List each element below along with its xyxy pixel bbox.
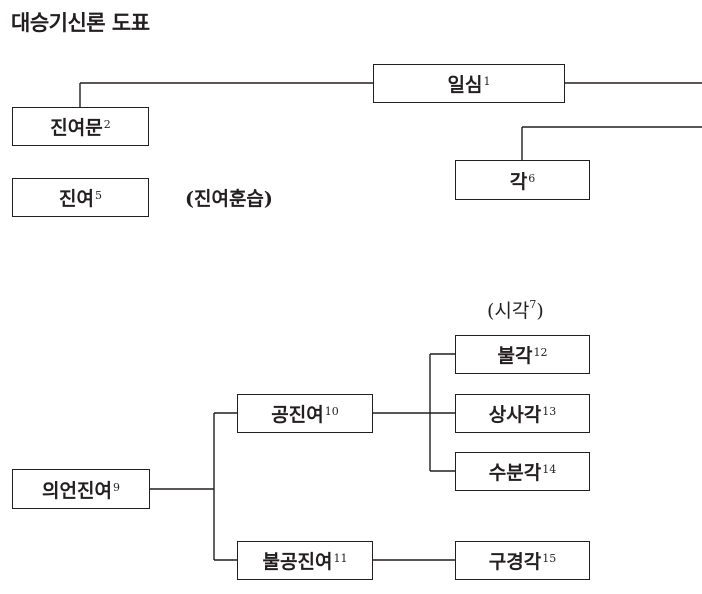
node-bulgak-label: 불각 bbox=[497, 345, 533, 367]
annotation-sigak-note: 7 bbox=[529, 297, 537, 311]
node-gak-label: 각 bbox=[509, 170, 528, 193]
node-gak-note: 6 bbox=[528, 171, 536, 185]
annotation-jinyeo-hunseup: (진여훈습) bbox=[185, 188, 273, 210]
diagram-title: 대승기신론 도표 bbox=[11, 11, 150, 35]
node-bulgong-jinyeo-note: 11 bbox=[333, 552, 348, 565]
node-euieon-jinyeo-label: 의언진여 bbox=[42, 479, 112, 502]
node-subungak-note: 14 bbox=[542, 463, 557, 476]
node-bulgong-jinyeo-label: 불공진여 bbox=[262, 551, 333, 573]
node-jinyeomun-note: 2 bbox=[103, 118, 111, 131]
node-euieon-jinyeo-note: 9 bbox=[112, 480, 120, 494]
node-jinyeo-label: 진여 bbox=[59, 188, 94, 210]
node-gongjinyeo-label: 공진여 bbox=[271, 404, 324, 426]
node-ilsim-note: 1 bbox=[483, 75, 491, 88]
node-sangsagak-label: 상사각 bbox=[488, 404, 542, 426]
node-jinyeomun-label: 진여문 bbox=[50, 117, 103, 139]
node-gongjinyeo-note: 10 bbox=[324, 405, 339, 418]
annotation-sigak-label: (시각 bbox=[487, 300, 530, 322]
node-sangsagak-note: 13 bbox=[542, 405, 557, 418]
node-subungak-label: 수분각 bbox=[488, 462, 542, 484]
node-bulgak-note: 12 bbox=[533, 346, 548, 359]
node-jinyeo-note: 5 bbox=[94, 189, 102, 202]
node-gugyeonggak-label: 구경각 bbox=[488, 551, 542, 573]
annotation-sigak: (시각7) bbox=[487, 296, 544, 323]
node-ilsim-label: 일심 bbox=[447, 74, 483, 96]
node-gugyeonggak-note: 15 bbox=[542, 552, 557, 565]
annotation-sigak-close: ) bbox=[536, 300, 544, 322]
